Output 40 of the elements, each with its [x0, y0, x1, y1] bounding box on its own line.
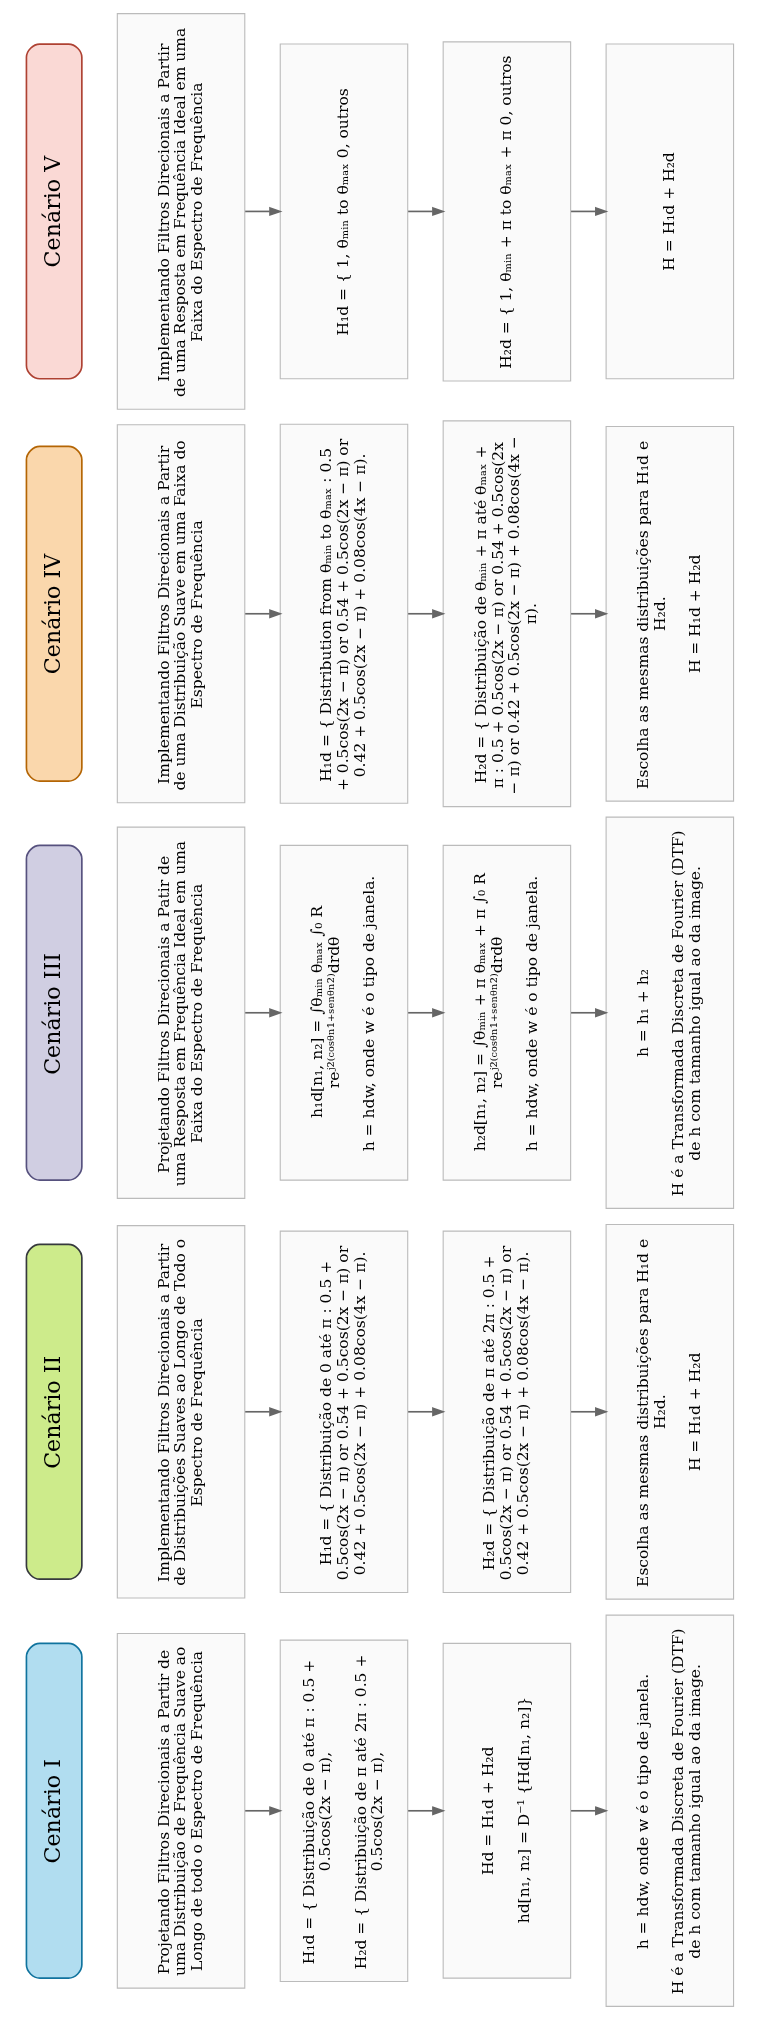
node-box: Implementando Filtros Direcionais a Partir de uma Resposta em Frequência Ideal em uma Faixa do Espectro de Frequência	[116, 13, 246, 410]
node-box: Cenário III	[25, 844, 83, 1181]
node-box: H₁d = { Distribuição de 0 até π : 0.5 + 0.5cos(2x − π), H₂d = { Distribuição de π até 2π : 0.5 + 0.5cos(2x − π),	[279, 1639, 409, 1983]
arrow	[244, 1806, 283, 1816]
node-box: Cenário V	[25, 43, 83, 380]
node-box: Cenário I	[25, 1642, 83, 1979]
node-box: Implementando Filtros Direcionais a Partir de uma Distribuição Suave em uma Faixa do Espectro de Frequência	[116, 424, 246, 804]
node-box: H₂d = { Distribuição de θₘᵢₙ + π até θₘₐₓ + π : 0.5 + 0.5cos(2x − π) or 0.54 + 0.5cos(2x − π) or 0.42 + 0.5cos(2x − π) + 0.08cos(4x − π).	[442, 420, 572, 808]
arrow	[570, 206, 609, 217]
arrow	[407, 206, 446, 217]
arrow	[407, 1407, 446, 1417]
arrow	[407, 1008, 446, 1018]
arrow	[570, 609, 609, 619]
node-box: Hd = H₁d + H₂d hd[n₁, n₂] = D⁻¹ {Hd[n₁, n₂]}	[442, 1642, 572, 1979]
arrow	[570, 1407, 609, 1417]
node-box: H₂d = { 1, θₘᵢₙ + π to θₘₐₓ + π 0, outros	[442, 41, 572, 382]
arrow	[244, 1008, 283, 1018]
node-box: Projetando Filtros Direcionais a Partir de uma Distribuição de Frequência Suave ao Longo de todo o Espectro de Frequência	[116, 1632, 246, 1989]
node-box: H₂d = { Distribuição de π até 2π : 0.5 + 0.5cos(2x − π) or 0.54 + 0.5cos(2x − π) or 0.42 + 0.5cos(2x − π) + 0.08cos(4x − π).	[442, 1230, 572, 1593]
node-box: H₁d = { 1, θₘᵢₙ to θₘₐₓ 0, outros	[279, 43, 409, 380]
arrow	[244, 206, 283, 217]
node-box: h₂d[n₁, n₂] = ∫θₘᵢₙ + π θₘₐₓ + π ∫₀ R reʲ²⁽ᶜᵒˢᶿⁿ¹⁺ˢᵉⁿᶿⁿ²⁾drdθ h = hdw, onde w é o tipo de janela.	[442, 844, 572, 1181]
arrow	[407, 1806, 446, 1816]
node-box: Escolha as mesmas distribuições para H₁d e H₂d. H = H₁d + H₂d	[605, 1223, 735, 1600]
node-box: Cenário II	[25, 1243, 83, 1580]
node-box: h = hdw, onde w é o tipo de janela. H é a Transformada Discreta de Fourier (DTF) de h com tamanho igual ao da image.	[605, 1614, 735, 2007]
node-box: H₁d = { Distribution from θₘᵢₙ to θₘₐₓ : 0.5 + 0.5cos(2x − π) or 0.54 + 0.5cos(2x − π) or 0.42 + 0.5cos(2x − π) + 0.08cos(4x − π).	[279, 423, 409, 804]
arrow	[244, 609, 283, 619]
arrow	[570, 1806, 609, 1816]
node-box: Cenário IV	[25, 445, 83, 782]
node-box: Projetando Filtros Direcionais a Patir de uma Resposta em Frequência Ideal em uma Faixa do Espectro de Frequência	[116, 826, 246, 1199]
arrow	[570, 1008, 609, 1018]
node-box: H₁d = { Distribuição de 0 até π : 0.5 + 0.5cos(2x − π) or 0.54 + 0.5cos(2x − π) or 0.42 + 0.5cos(2x − π) + 0.08cos(4x − π).	[279, 1230, 409, 1593]
node-box: Implementando Filtros Direcionais a Partir de Distribuições Suaves ao Longo de Todo o Espectro de Frequência	[116, 1225, 246, 1599]
arrow	[407, 609, 446, 619]
node-box: h₁d[n₁, n₂] = ∫θₘᵢₙ θₘₐₓ ∫₀ R reʲ²⁽ᶜᵒˢᶿⁿ¹⁺ˢᵉⁿᶿⁿ²⁾drdθ h = hdw, onde w é o tipo de janela.	[279, 844, 409, 1181]
node-box: Escolha as mesmas distribuições para H₁d e H₂d. H = H₁d + H₂d	[605, 425, 735, 802]
arrow	[244, 1407, 283, 1417]
node-box: H = H₁d + H₂d	[605, 43, 735, 380]
node-box: h = h₁ + h₂ H é a Transformada Discreta de Fourier (DTF) de h com tamanho igual ao da image.	[605, 816, 735, 1209]
